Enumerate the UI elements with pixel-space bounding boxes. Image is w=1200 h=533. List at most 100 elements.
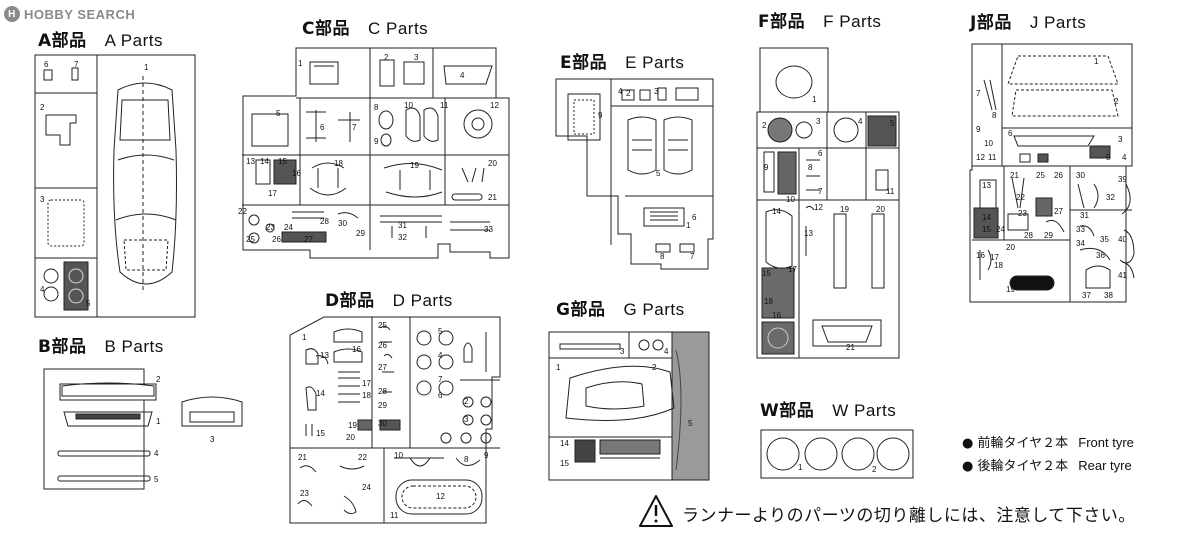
part-number: 28 (1024, 231, 1033, 240)
part-number: 31 (1080, 211, 1089, 220)
sprue-f (756, 47, 900, 359)
part-number: 9 (598, 111, 603, 120)
part-number: 20 (488, 159, 497, 168)
part-number: 8 (992, 111, 997, 120)
warning-text: ランナーよりのパーツの切り離しには、注意して下さい。 (682, 505, 1136, 526)
section-title-jp: W部品 (760, 401, 815, 421)
part-number: 9 (374, 137, 379, 146)
section-title-en: E Parts (625, 53, 685, 72)
part-number: 2 (40, 103, 45, 112)
section-title-d: D部品 D Parts (325, 286, 453, 311)
part-number: 4 (664, 347, 669, 356)
part-number: 5 (276, 109, 281, 118)
part-number: 33 (484, 225, 493, 234)
watermark-text: HOBBY SEARCH (24, 6, 136, 22)
part-number: 2 (872, 465, 877, 474)
sprue-c (242, 47, 510, 259)
part-number: 5 (890, 119, 895, 128)
part-number: 20 (346, 433, 355, 442)
part-number: 11 (988, 153, 997, 162)
part-number: 12 (490, 101, 499, 110)
section-title-c: C部品 C Parts (302, 14, 428, 39)
part-number: 34 (1076, 239, 1085, 248)
part-number: 1 (302, 333, 307, 342)
part-number: 24 (362, 483, 371, 492)
part-number: 1 (556, 363, 561, 372)
part-number: 16 (352, 345, 361, 354)
part-number: 19 (840, 205, 849, 214)
part-number: 8 (660, 252, 665, 261)
sprue-b (43, 368, 243, 490)
part-number: 2 (384, 53, 389, 62)
part-number: 7 (690, 252, 695, 261)
part-number: 32 (398, 233, 407, 242)
part-number: 26 (1054, 171, 1063, 180)
part-number: 22 (238, 207, 247, 216)
part-number: 10 (394, 451, 403, 460)
part-number: 26 (378, 341, 387, 350)
part-number: 3 (654, 87, 659, 96)
part-number: 15 (982, 225, 991, 234)
part-number: 27 (378, 363, 387, 372)
part-number: 5 (1106, 153, 1111, 162)
part-number: 30 (1076, 171, 1085, 180)
sprue-g (548, 331, 710, 481)
part-number: 13 (804, 229, 813, 238)
section-title-en: G Parts (623, 300, 685, 319)
part-number: 16 (292, 169, 301, 178)
part-number: 9 (976, 125, 981, 134)
warning-triangle-icon (639, 495, 673, 527)
tyre-notes: ● 前輪タイヤ２本 Front tyre ● 後輪タイヤ２本 Rear tyre (962, 432, 1134, 478)
section-title-en: J Parts (1029, 13, 1087, 32)
part-number: 21 (846, 343, 855, 352)
section-title-en: C Parts (367, 19, 429, 38)
part-number: 29 (356, 229, 365, 238)
part-number: 2 (762, 121, 767, 130)
part-number: 4 (460, 71, 465, 80)
section-title-jp: D部品 (325, 291, 375, 311)
part-number: 27 (304, 235, 313, 244)
sprue-w (760, 429, 914, 479)
part-number: 23 (266, 223, 275, 232)
part-number: 6 (818, 149, 823, 158)
sprue-e (555, 78, 714, 270)
part-number: 4 (154, 449, 159, 458)
part-number: 1 (144, 63, 149, 72)
section-title-jp: B部品 (38, 337, 87, 357)
part-number: 39 (1118, 175, 1127, 184)
part-number: 17 (788, 265, 797, 274)
part-number: 12 (436, 492, 445, 501)
section-title-jp: F部品 (758, 12, 806, 32)
part-number: 22 (1016, 193, 1025, 202)
sprue-d (289, 316, 501, 524)
part-number: 11 (390, 511, 399, 520)
part-number: 25 (246, 235, 255, 244)
part-number: 28 (378, 387, 387, 396)
part-number: 3 (414, 53, 419, 62)
section-title-en: D Parts (392, 291, 453, 310)
part-number: 7 (438, 375, 443, 384)
part-number: 4 (1122, 153, 1127, 162)
part-number: 15 (762, 269, 771, 278)
tyre-note-jp: 前輪タイヤ２本 (977, 436, 1069, 451)
part-number: 33 (1076, 225, 1085, 234)
section-title-jp: C部品 (302, 19, 350, 39)
part-number: 15 (316, 429, 325, 438)
part-number: 10 (984, 139, 993, 148)
part-number: 17 (990, 253, 999, 262)
sprue-j (969, 43, 1135, 303)
part-number: 9 (484, 451, 489, 460)
part-number: 7 (352, 123, 357, 132)
part-number: 1 (1094, 57, 1099, 66)
part-number: 4 (40, 285, 45, 294)
part-number: 8 (808, 163, 813, 172)
part-number: 24 (996, 225, 1005, 234)
section-title-en: W Parts (832, 401, 897, 420)
section-title-w: W部品 W Parts (760, 396, 896, 421)
part-number: 2 (1114, 97, 1119, 106)
part-number: 7 (74, 60, 79, 69)
